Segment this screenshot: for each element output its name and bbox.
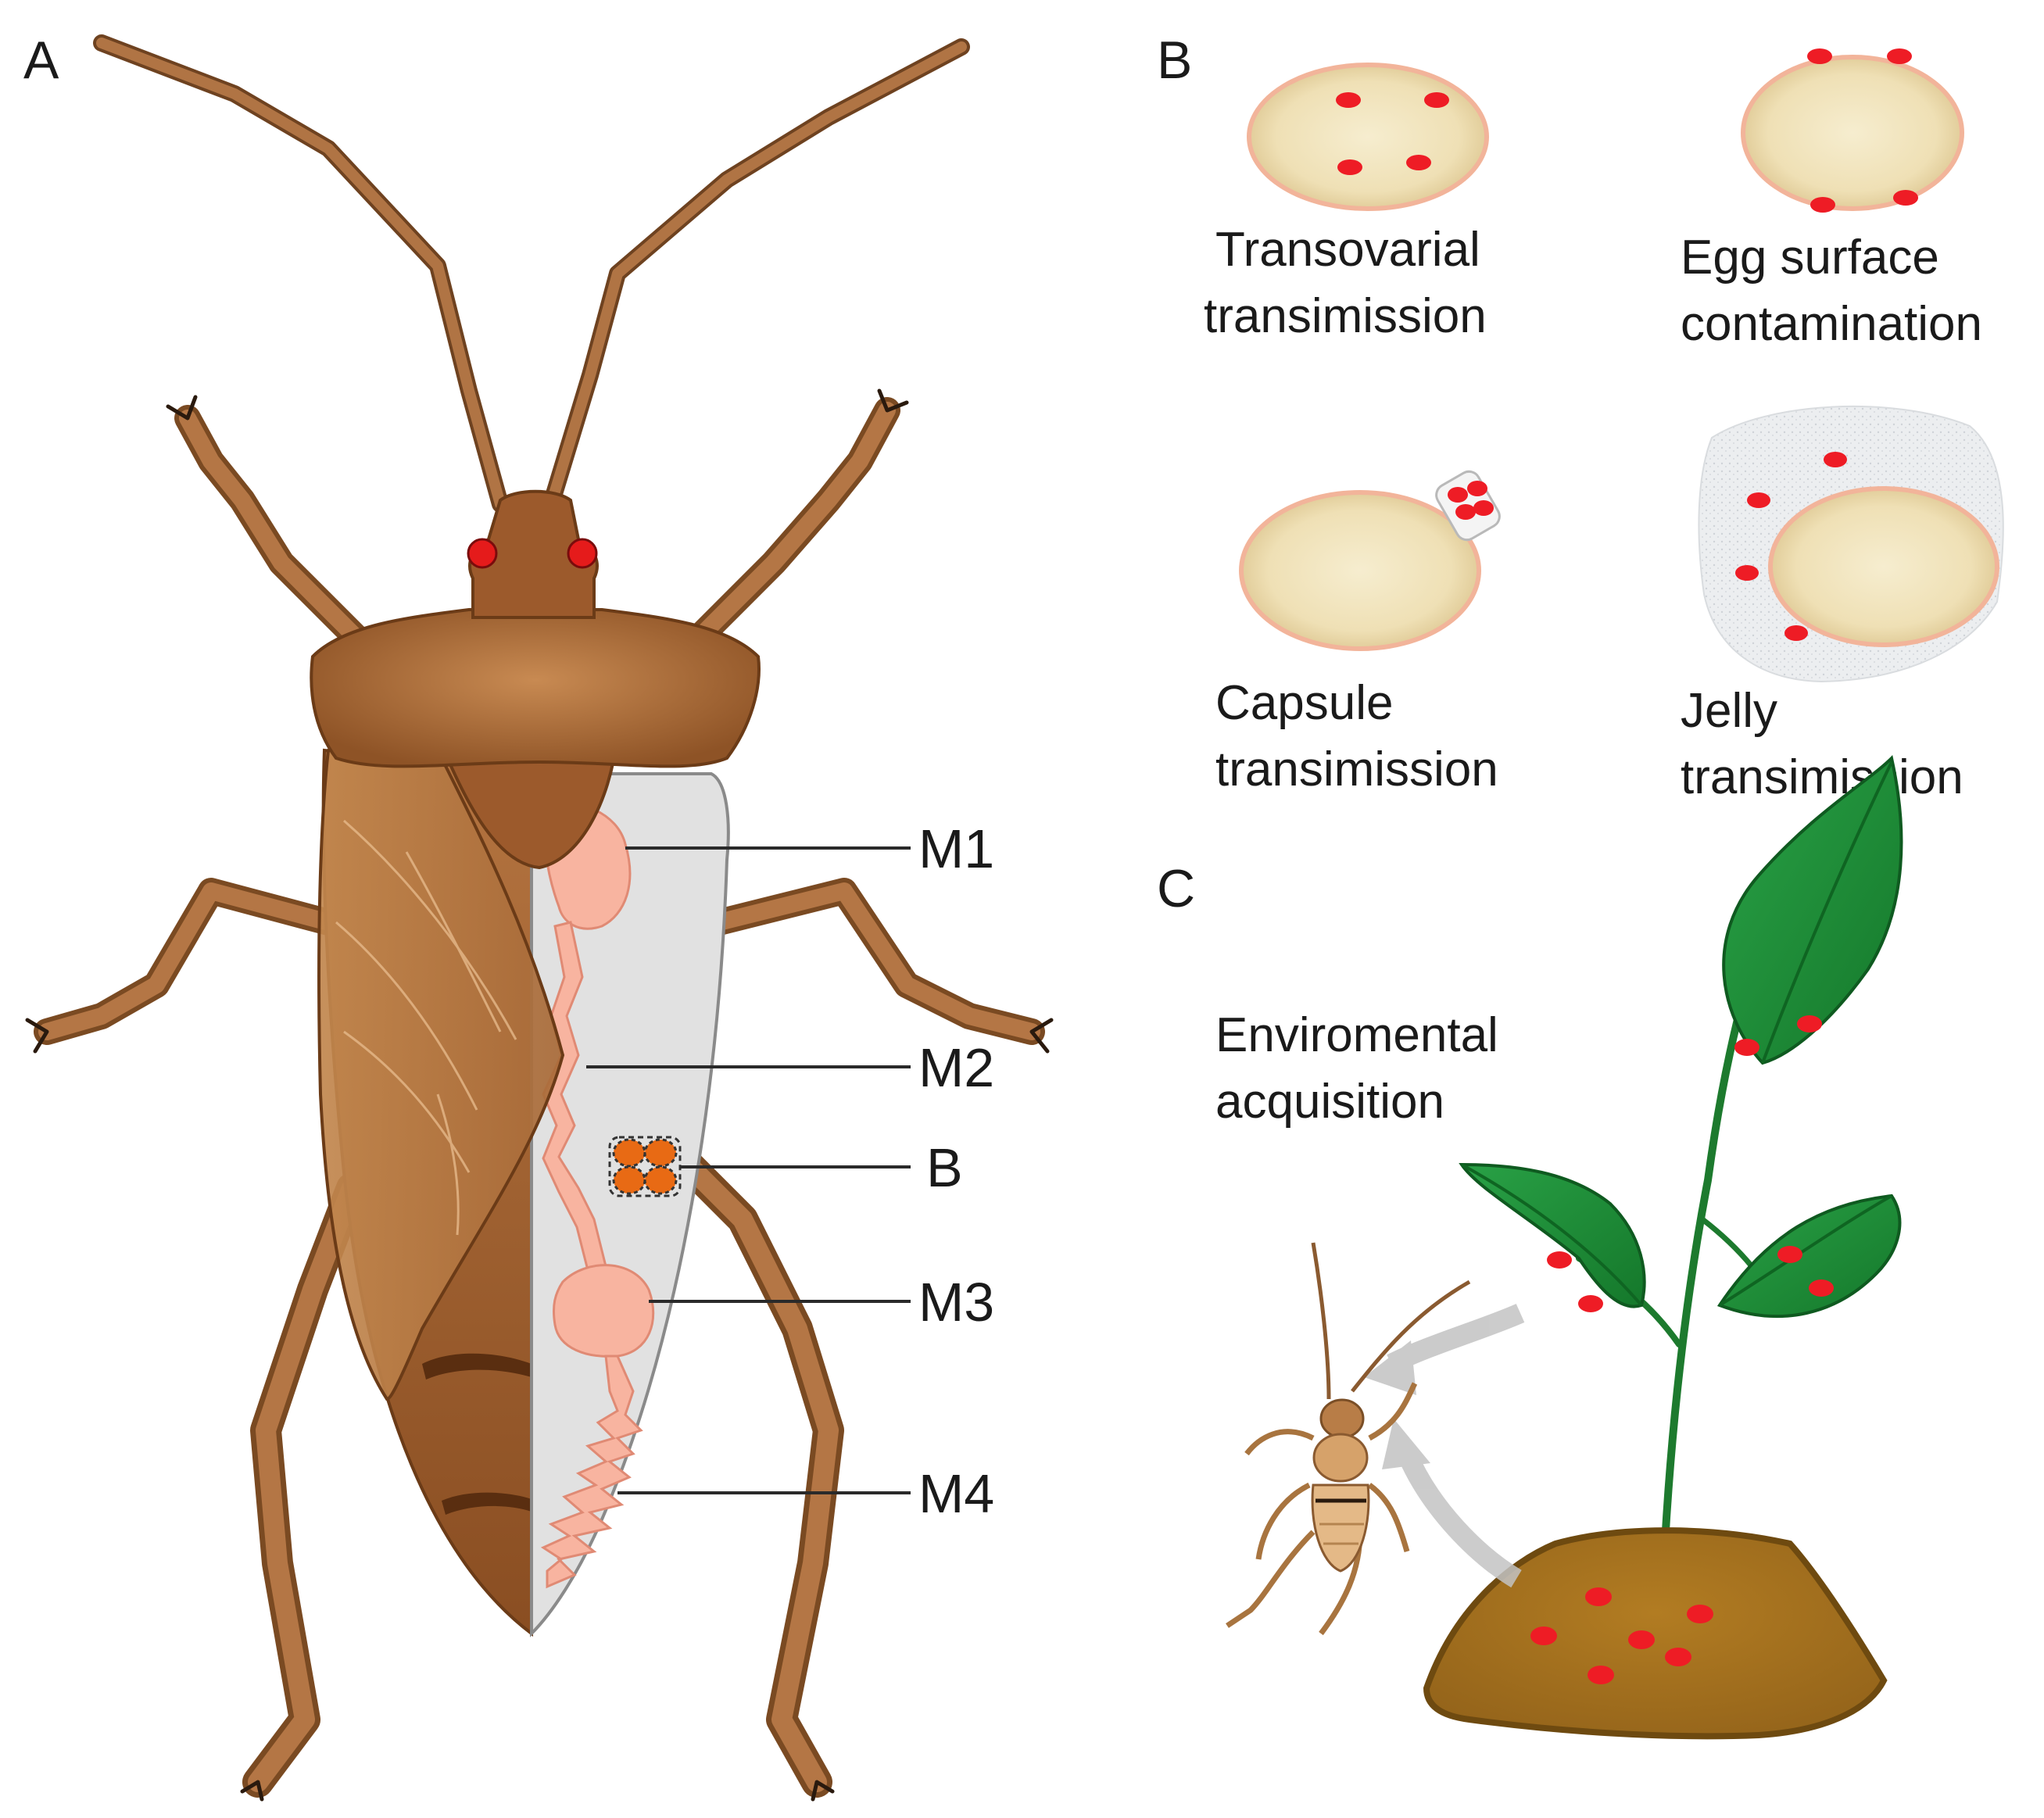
caption-surface-2: contamination [1681, 297, 1982, 351]
arrow-from-soil [1398, 1449, 1522, 1588]
scutellum [435, 733, 620, 870]
panel-c-letter: C [1157, 859, 1195, 918]
caption-transovarial-1: Transovarial [1215, 223, 1480, 277]
abdomen-band-1 [422, 1353, 532, 1380]
soil [1423, 1527, 1888, 1740]
hemelytron [317, 745, 565, 1401]
soil-mound [1423, 1527, 1888, 1740]
caption-jelly-2: transimission [1681, 750, 1963, 804]
middle-legs [25, 878, 1054, 1054]
pronotum [310, 608, 761, 768]
antennae [93, 34, 970, 513]
leaf-top-dot-2 [1797, 1015, 1822, 1032]
leaf-left-dot-2 [1578, 1295, 1603, 1312]
leaf-right [1716, 1194, 1902, 1319]
callout-leaders [586, 846, 911, 1494]
eye-right [567, 538, 598, 569]
wing-veins [335, 819, 517, 1236]
hind-legs [240, 1149, 844, 1802]
caption-environmental-1: Enviromental [1215, 1008, 1498, 1062]
egg-capsule [1239, 470, 1501, 651]
caption-transovarial-2: transimission [1204, 289, 1487, 343]
leaf-top-dot-1 [1734, 1039, 1759, 1056]
caption-jelly-1: Jelly [1681, 684, 1777, 738]
bacteria-cluster [608, 1136, 682, 1197]
midgut-m3 [552, 1264, 655, 1358]
caption-capsule-2: transimission [1215, 743, 1498, 796]
caption-surface-1: Egg surface [1681, 231, 1939, 285]
soil-dot-3 [1530, 1627, 1557, 1645]
panel-a-insect [25, 34, 1054, 1802]
caption-capsule-1: Capsule [1215, 676, 1393, 730]
egg-surface-contamination [1741, 48, 1964, 213]
leaf-left-dot-1 [1547, 1251, 1572, 1269]
soil-dot-2 [1687, 1605, 1713, 1623]
midgut [540, 801, 655, 1589]
soil-dot-5 [1588, 1666, 1614, 1684]
acquisition-arrows [1364, 1304, 1525, 1588]
abdomen-band-2 [442, 1492, 532, 1515]
midgut-m4 [540, 1355, 643, 1589]
dissected-half [530, 772, 730, 1637]
leaf-right-dot-1 [1777, 1246, 1802, 1263]
leaf-left [1459, 1162, 1646, 1308]
callout-m2: M2 [918, 1037, 994, 1098]
panel-a-letter: A [23, 30, 59, 90]
plant [1459, 755, 1903, 1548]
nymph [1226, 1242, 1471, 1636]
callout-m3: M3 [918, 1272, 994, 1333]
soil-dot-6 [1665, 1648, 1691, 1666]
egg-jelly [1698, 405, 2004, 683]
panel-b-letter: B [1157, 30, 1192, 90]
leaf-right-dot-2 [1809, 1279, 1834, 1297]
soil-dot-4 [1628, 1630, 1655, 1649]
front-legs [166, 388, 909, 662]
eye-left [467, 538, 498, 569]
callout-m1: M1 [918, 818, 994, 879]
caption-environmental-2: acquisition [1215, 1075, 1444, 1129]
egg-transovarial [1247, 63, 1489, 211]
soil-dot-1 [1585, 1587, 1612, 1606]
callout-b: B [926, 1137, 963, 1198]
callout-m4: M4 [918, 1463, 994, 1524]
